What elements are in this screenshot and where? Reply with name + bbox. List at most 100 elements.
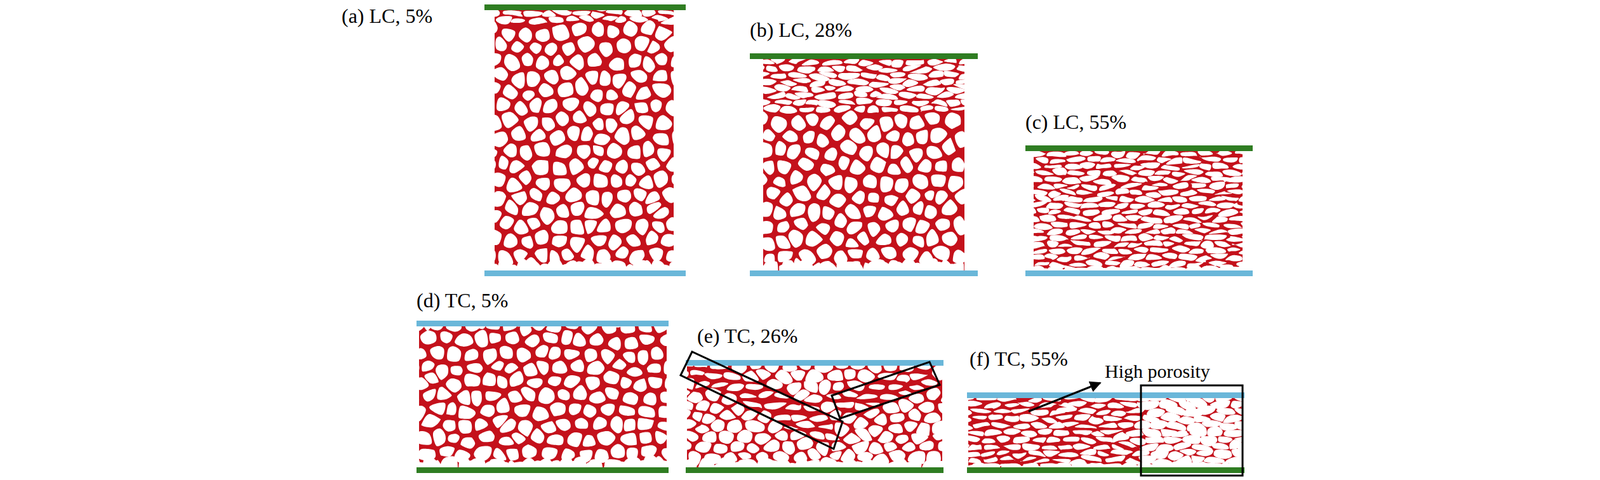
- foam-pore: [791, 85, 808, 93]
- foam-pore: [526, 71, 541, 87]
- top-plate: [484, 4, 686, 11]
- foam-pore: [572, 332, 587, 347]
- foam-pore: [926, 229, 940, 247]
- foam-pore: [419, 392, 420, 406]
- foam-pore: [637, 418, 654, 431]
- foam-pore: [1131, 176, 1148, 183]
- foam-pore: [844, 368, 856, 380]
- foam-pore: [1184, 240, 1202, 247]
- foam-pore: [1099, 429, 1123, 435]
- foam-pore: [615, 15, 627, 23]
- foam-pore: [529, 42, 542, 54]
- foam-pore: [1205, 207, 1221, 214]
- foam-pore: [1045, 464, 1063, 468]
- foam-pore: [1033, 458, 1050, 463]
- foam-pore: [912, 173, 929, 190]
- foam-pore: [1115, 267, 1130, 271]
- foam-pore: [599, 70, 611, 86]
- foam-pore: [1039, 214, 1056, 223]
- foam-pore: [616, 38, 632, 54]
- foam-pore: [791, 414, 807, 422]
- foam-pore: [662, 187, 674, 204]
- foam-pore: [1030, 409, 1049, 416]
- foam-pore: [549, 402, 566, 417]
- foam-pore: [1199, 163, 1212, 171]
- foam-pore: [447, 433, 460, 443]
- foam-pore: [539, 206, 555, 225]
- foam-pore: [1154, 170, 1171, 175]
- foam-pore: [859, 118, 875, 130]
- foam-pore: [777, 160, 792, 174]
- foam-pore: [624, 337, 639, 350]
- foam-pore: [546, 326, 562, 333]
- foam-pore: [968, 431, 985, 437]
- foam-pore: [1180, 189, 1198, 197]
- foam-pore: [779, 262, 792, 271]
- foam-pore: [1033, 222, 1053, 230]
- foam-pore: [1004, 415, 1020, 423]
- foam-pore: [1155, 444, 1174, 453]
- foam-pore: [609, 203, 627, 219]
- foam-pore: [686, 365, 694, 367]
- foam-pore: [898, 92, 917, 100]
- foam-pore: [1034, 262, 1050, 267]
- foam-pore: [530, 128, 547, 142]
- foam-pore: [420, 330, 437, 345]
- foam-pore: [1181, 203, 1199, 209]
- foam-pore: [652, 69, 668, 82]
- foam-pore: [794, 92, 814, 98]
- foam-pore: [1020, 430, 1038, 438]
- foam-pore: [764, 365, 780, 373]
- foam-pore: [1197, 215, 1213, 221]
- foam-pore: [1035, 170, 1054, 176]
- foam-pore: [958, 59, 965, 65]
- foam-pore: [981, 438, 996, 444]
- foam-pore: [916, 422, 931, 436]
- foam-pore: [612, 73, 627, 89]
- foam-pore: [1074, 424, 1098, 428]
- foam-pore: [779, 192, 794, 207]
- foam-pore: [855, 97, 874, 105]
- foam-pore: [466, 363, 483, 373]
- foam-pore: [845, 203, 861, 220]
- foam-pore: [880, 176, 894, 193]
- foam-pore: [557, 389, 570, 400]
- foam-pore: [909, 66, 933, 74]
- foam-pore: [1088, 234, 1104, 240]
- foam-pore: [503, 233, 518, 249]
- foam-pore: [686, 431, 699, 442]
- foam-pore: [633, 378, 647, 392]
- foam-pore: [512, 461, 528, 468]
- foam-pore: [570, 219, 585, 235]
- foam-pore: [584, 348, 598, 362]
- foam-pore: [612, 358, 627, 370]
- foam-pore: [824, 147, 837, 161]
- panel-label: (f) TC, 55%: [969, 347, 1068, 371]
- foam-pore: [1216, 264, 1234, 269]
- foam-pore: [1033, 175, 1043, 183]
- foam-pore: [1069, 215, 1092, 222]
- foam-pore: [549, 460, 565, 468]
- foam-pore: [946, 99, 961, 108]
- leader-arrow: [1028, 382, 1101, 412]
- foam-pore: [1057, 214, 1074, 220]
- foam-pore: [663, 360, 667, 375]
- foam-pore: [529, 187, 543, 202]
- foam-pore: [639, 260, 653, 271]
- foam-pore: [902, 246, 919, 262]
- foam-pore: [1125, 215, 1143, 222]
- foam-pore: [624, 418, 636, 432]
- foam-pore: [631, 162, 646, 176]
- foam-pore: [608, 234, 622, 251]
- foam-pore: [540, 420, 557, 434]
- foam-pore: [585, 71, 599, 86]
- foam-pore: [1239, 208, 1243, 214]
- foam-pore: [1013, 423, 1031, 430]
- foam-pore: [505, 331, 520, 345]
- foam-pore: [730, 441, 745, 453]
- foam-pore: [926, 450, 941, 464]
- foam-pore: [502, 10, 523, 18]
- foam-pore: [422, 326, 436, 331]
- foam-pore: [1168, 236, 1183, 243]
- callout-label: High porosity: [1104, 360, 1211, 382]
